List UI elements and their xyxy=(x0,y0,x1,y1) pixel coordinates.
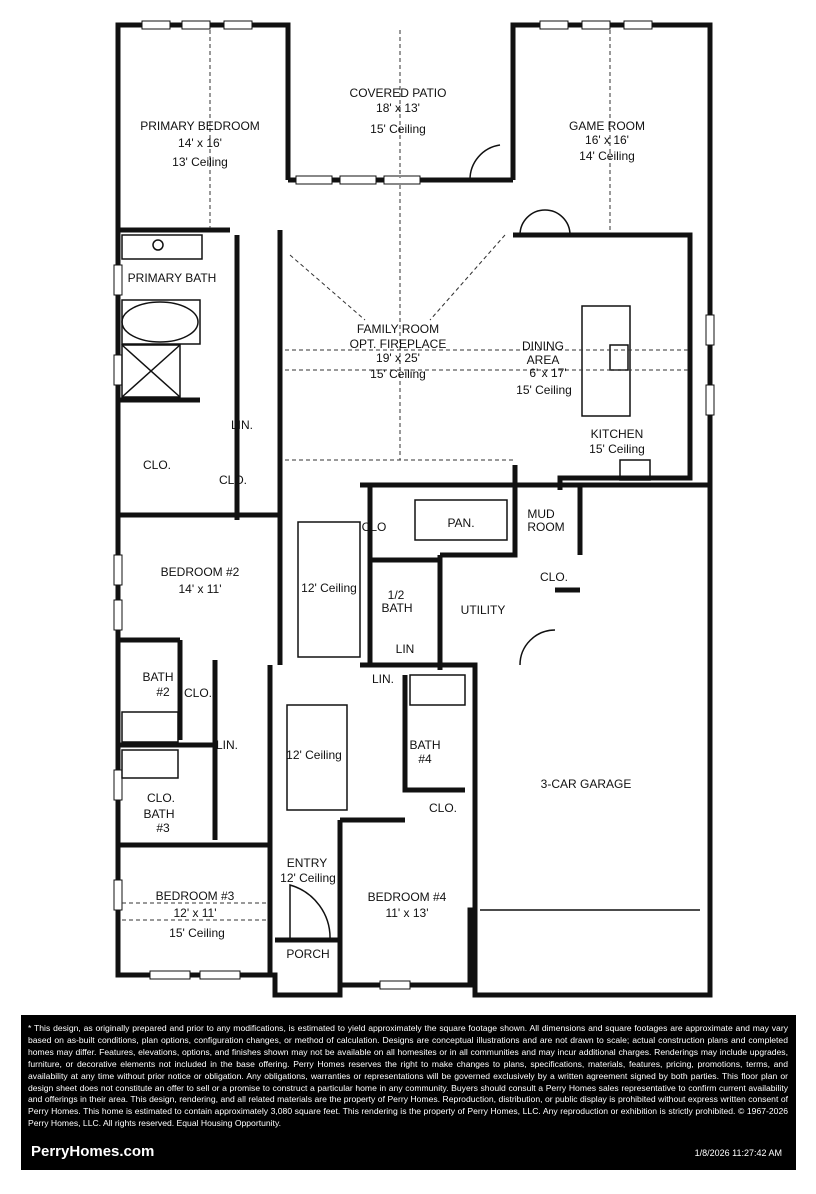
bath-2-label-2: #2 xyxy=(156,685,170,699)
kitchen-label: KITCHEN xyxy=(591,427,644,441)
game-room-size: 16' x 16' xyxy=(585,133,629,147)
bedroom-3-ceiling: 15' Ceiling xyxy=(169,926,225,940)
family-room-note: OPT. FIREPLACE xyxy=(350,337,447,351)
kitchen-ceiling: 15' Ceiling xyxy=(589,442,645,456)
primary-bath-label: PRIMARY BATH xyxy=(128,271,217,285)
bath-3-label-1: BATH xyxy=(143,807,174,821)
brand-link[interactable]: PerryHomes.com xyxy=(31,1143,155,1160)
bedroom-3-label: BEDROOM #3 xyxy=(156,889,235,903)
family-room-size: 19' x 25' xyxy=(376,351,420,365)
floor-plan: COVERED PATIO 18' x 13' 15' Ceiling PRIM… xyxy=(113,20,715,998)
closet-label: CLO. xyxy=(219,473,247,487)
hall-ceiling: 12' Ceiling xyxy=(286,748,342,762)
timestamp: 1/8/2026 11:27:42 AM xyxy=(694,1148,782,1158)
dining-size: 6' x 17' xyxy=(529,366,566,380)
closet-label: CLO. xyxy=(184,686,212,700)
bedroom-2-label: BEDROOM #2 xyxy=(161,565,240,579)
half-bath-label-1: 1/2 xyxy=(388,588,405,602)
primary-bedroom-ceiling: 13' Ceiling xyxy=(172,155,228,169)
disclaimer-text: * This design, as originally prepared an… xyxy=(28,1023,788,1129)
bath-4-label-1: BATH xyxy=(409,738,440,752)
half-bath-label-2: BATH xyxy=(381,601,412,615)
hall-ceiling: 12' Ceiling xyxy=(301,581,357,595)
pantry-label: PAN. xyxy=(447,516,474,530)
primary-bedroom-size: 14' x 16' xyxy=(178,136,222,150)
mud-room-label-2: ROOM xyxy=(527,520,564,534)
entry-ceiling: 12' Ceiling xyxy=(280,871,336,885)
closet-label: CLO. xyxy=(429,801,457,815)
bedroom-4-size: 11' x 13' xyxy=(385,906,428,920)
bath-3-label-2: #3 xyxy=(156,821,170,835)
covered-patio-size: 18' x 13' xyxy=(376,101,420,115)
dining-label-2: AREA xyxy=(527,353,560,367)
windows xyxy=(113,20,715,990)
bath-2-label-1: BATH xyxy=(142,670,173,684)
linen-label: LIN. xyxy=(216,738,238,752)
walls xyxy=(115,22,713,998)
closet-label: CLO xyxy=(362,520,387,534)
linen-label: LIN xyxy=(396,642,415,656)
disclaimer-footer: * This design, as originally prepared an… xyxy=(21,1015,796,1170)
bedroom-3-size: 12' x 11' xyxy=(173,906,216,920)
game-room-ceiling: 14' Ceiling xyxy=(579,149,635,163)
porch-label: PORCH xyxy=(286,947,329,961)
fixtures xyxy=(121,144,700,941)
mud-room-label-1: MUD xyxy=(527,507,555,521)
covered-patio-label: COVERED PATIO xyxy=(350,86,447,100)
family-room-ceiling: 15' Ceiling xyxy=(370,367,426,381)
closet-label: CLO. xyxy=(540,570,568,584)
dining-label-1: DINING xyxy=(522,339,564,353)
entry-label: ENTRY xyxy=(287,856,327,870)
primary-bedroom-label: PRIMARY BEDROOM xyxy=(140,119,260,133)
bedroom-4-label: BEDROOM #4 xyxy=(368,890,447,904)
bedroom-2-size: 14' x 11' xyxy=(178,582,221,596)
dining-ceiling: 15' Ceiling xyxy=(516,383,572,397)
utility-label: UTILITY xyxy=(461,603,506,617)
closet-label: CLO. xyxy=(143,458,171,472)
family-room-label: FAMILY ROOM xyxy=(357,322,439,336)
bath-4-label-2: #4 xyxy=(418,752,432,766)
garage-label: 3-CAR GARAGE xyxy=(541,777,632,791)
covered-patio-ceiling: 15' Ceiling xyxy=(370,122,426,136)
ceiling-lines xyxy=(122,30,690,921)
linen-label: LIN. xyxy=(231,418,253,432)
game-room-label: GAME ROOM xyxy=(569,119,645,133)
linen-label: LIN. xyxy=(372,672,394,686)
closet-label: CLO. xyxy=(147,791,175,805)
